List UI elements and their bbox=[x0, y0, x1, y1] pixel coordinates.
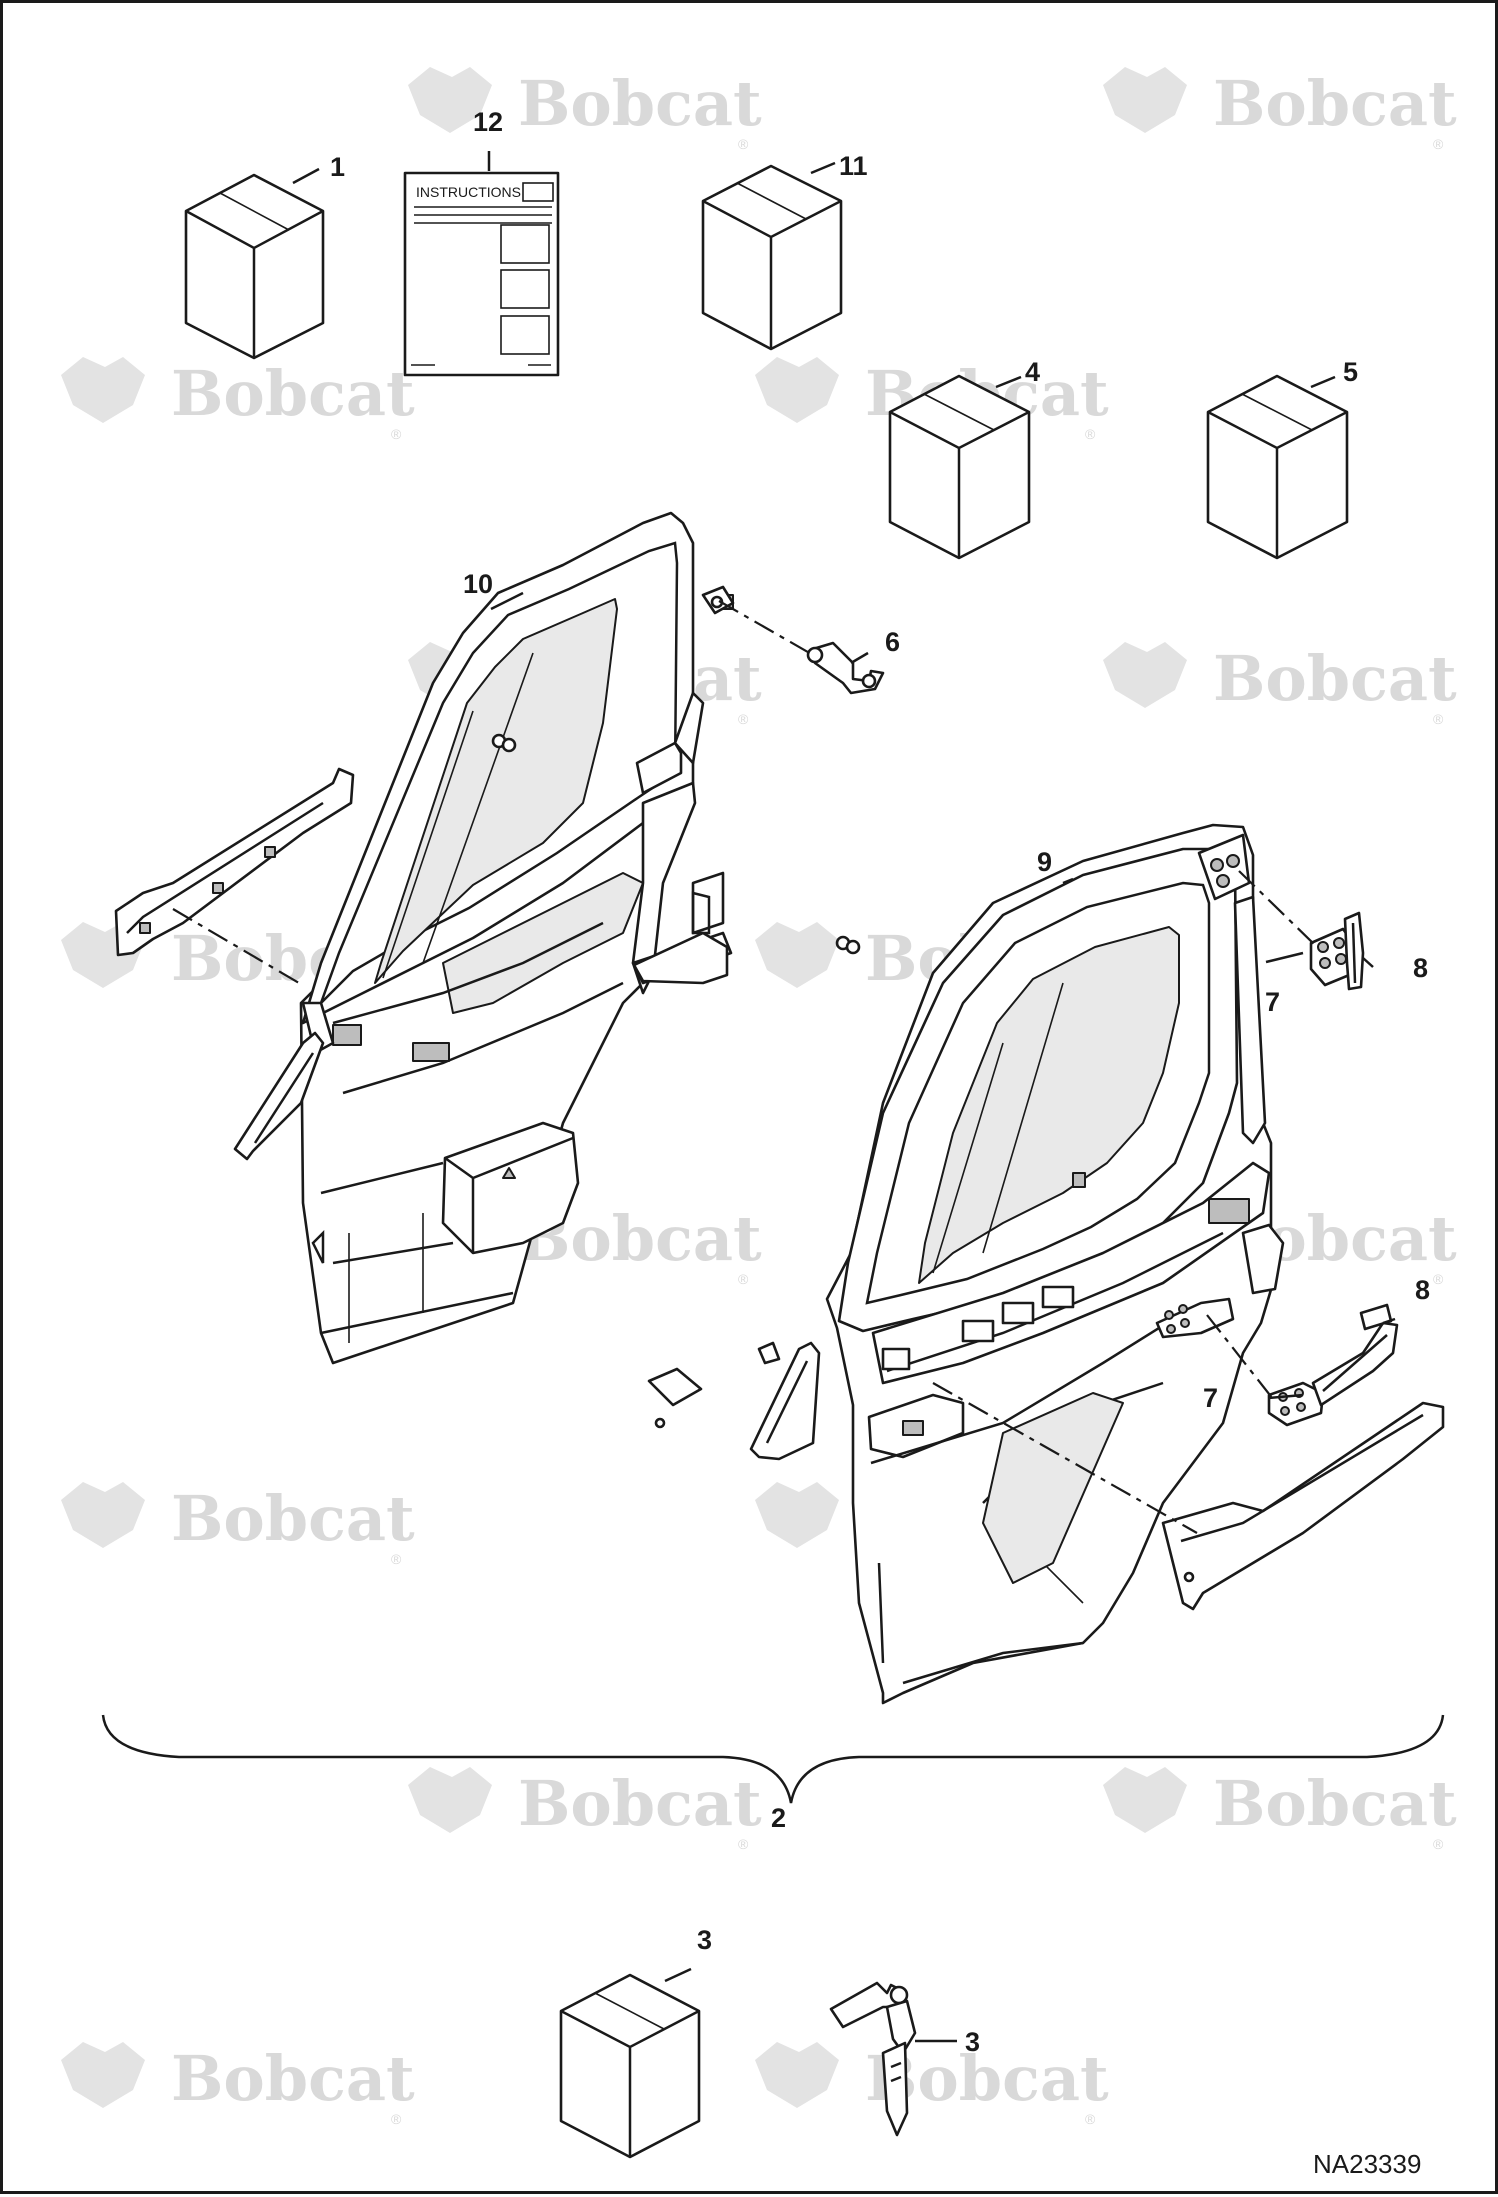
callout-3-keys: 3 bbox=[965, 2027, 980, 2057]
callout-4: 4 bbox=[1025, 357, 1040, 387]
watermark-registered: ® bbox=[1433, 711, 1444, 727]
watermark: Bobcat ® bbox=[408, 1767, 762, 1852]
callout-8-lower: 8 bbox=[1415, 1275, 1430, 1305]
watermark: Bobcat ® bbox=[1103, 67, 1457, 152]
part-box-1 bbox=[184, 167, 325, 360]
watermark-registered: ® bbox=[738, 711, 749, 727]
part-box-11 bbox=[701, 161, 843, 351]
watermark: Bobcat ® bbox=[408, 67, 762, 152]
part-keys-3 bbox=[829, 1981, 917, 2137]
part-box-3 bbox=[559, 1967, 701, 2159]
watermark: Bobcat ® bbox=[1103, 642, 1457, 727]
watermark-brand: Bobcat bbox=[518, 1767, 762, 1840]
watermark-brand: Bobcat bbox=[171, 1482, 415, 1555]
part-right-door-9 bbox=[825, 823, 1285, 1705]
watermark-brand: Bobcat bbox=[171, 2042, 415, 2115]
callout-12: 12 bbox=[473, 107, 503, 137]
part-handle-8-lower bbox=[1311, 1303, 1399, 1407]
callout-3-box: 3 bbox=[697, 1925, 712, 1955]
watermark-registered: ® bbox=[738, 1836, 749, 1852]
part-box-5 bbox=[1206, 374, 1349, 560]
part-left-door-strip bbox=[114, 767, 355, 957]
watermark-brand: Bobcat bbox=[171, 357, 415, 430]
callout-7-lower: 7 bbox=[1203, 1383, 1218, 1413]
watermark-registered: ® bbox=[1433, 1836, 1444, 1852]
watermark: Bobcat ® bbox=[61, 357, 415, 442]
exploded-parts-diagram: Bobcat ® Bobcat ® Bobcat ® Bobcat ® Bobc… bbox=[61, 67, 1457, 2179]
watermark-registered: ® bbox=[738, 1271, 749, 1287]
watermark-registered: ® bbox=[1433, 1271, 1444, 1287]
callout-11: 11 bbox=[839, 151, 868, 181]
callouts: 1 12 11 4 5 10 6 9 7 8 8 7 2 3 3 bbox=[330, 107, 1430, 2057]
part-left-door-10 bbox=[299, 511, 734, 1365]
watermark: Bobcat ® bbox=[755, 2042, 1109, 2127]
figure-reference: NA23339 bbox=[1313, 2149, 1421, 2179]
watermark-brand: Bobcat bbox=[1213, 67, 1457, 140]
leader-lines bbox=[490, 591, 1396, 1400]
watermark-registered: ® bbox=[738, 136, 749, 152]
part-right-door-trim-piece bbox=[749, 1341, 821, 1461]
callout-1: 1 bbox=[330, 152, 345, 182]
callout-5: 5 bbox=[1343, 357, 1358, 387]
callout-9: 9 bbox=[1037, 847, 1052, 877]
part-right-door-sill-strip bbox=[1161, 1401, 1445, 1611]
part-left-door-trim-piece bbox=[233, 1031, 325, 1161]
part-loose-bolts bbox=[835, 935, 861, 955]
assembly-brace bbox=[101, 1714, 1445, 1804]
watermark-brand: Bobcat bbox=[1213, 1767, 1457, 1840]
callout-8-upper: 8 bbox=[1413, 953, 1428, 983]
callout-10: 10 bbox=[463, 569, 493, 599]
part-box-4 bbox=[888, 374, 1031, 560]
watermark-registered: ® bbox=[391, 2111, 402, 2127]
part-instructions-sheet: INSTRUCTIONS bbox=[403, 151, 560, 377]
part-left-door-pad bbox=[647, 1367, 703, 1429]
part-handle-8-upper bbox=[1343, 911, 1365, 991]
watermark-brand: Bobcat bbox=[1213, 642, 1457, 715]
watermark-registered: ® bbox=[1085, 426, 1096, 442]
watermark: Bobcat ® bbox=[1103, 1767, 1457, 1852]
watermark: Bobcat ® bbox=[61, 1482, 415, 1567]
callout-6: 6 bbox=[885, 627, 900, 657]
watermark-registered: ® bbox=[1433, 136, 1444, 152]
watermark-registered: ® bbox=[391, 1551, 402, 1567]
watermark-registered: ® bbox=[1085, 2111, 1096, 2127]
watermark-registered: ® bbox=[391, 426, 402, 442]
watermark-brand: Bobcat bbox=[518, 67, 762, 140]
part-mount-block bbox=[632, 891, 729, 985]
watermark: Bobcat ® bbox=[61, 2042, 415, 2127]
assembly-lines bbox=[172, 600, 1318, 1534]
callout-2: 2 bbox=[771, 1803, 786, 1833]
callout-7-upper: 7 bbox=[1265, 987, 1280, 1017]
instructions-heading: INSTRUCTIONS bbox=[416, 184, 521, 200]
